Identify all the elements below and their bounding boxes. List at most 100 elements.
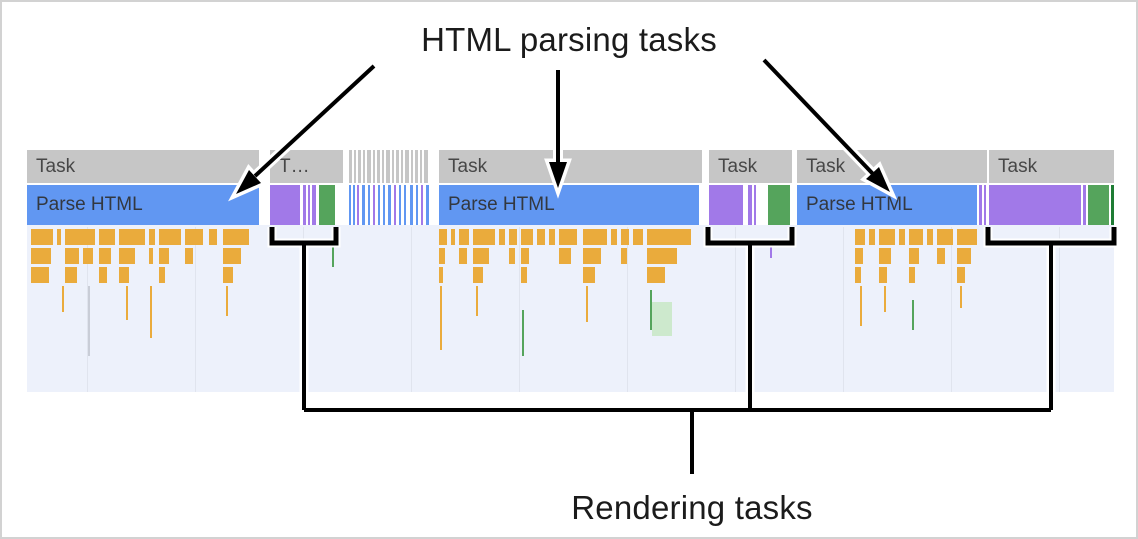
script-activity-bar[interactable] [149, 248, 153, 264]
task-sliver[interactable] [377, 150, 380, 183]
script-activity-bar[interactable] [559, 229, 577, 245]
task-sliver[interactable] [367, 150, 371, 183]
script-activity-bar[interactable] [439, 248, 445, 264]
script-activity-bar[interactable] [521, 229, 533, 245]
parse-html-block[interactable] [388, 185, 391, 225]
task-segment[interactable]: Task [27, 150, 259, 183]
script-activity-bar[interactable] [879, 248, 891, 264]
painting-task-block[interactable] [1088, 185, 1109, 225]
parse-html-block[interactable] [362, 185, 365, 225]
parse-html-block[interactable]: Parse HTML [797, 185, 977, 225]
rendering-task-block[interactable] [984, 185, 986, 225]
script-activity-bar[interactable] [611, 229, 617, 245]
script-activity-bar[interactable] [439, 267, 443, 283]
script-activity-bar[interactable] [451, 229, 455, 245]
task-sliver[interactable] [386, 150, 390, 183]
script-activity-bar[interactable] [439, 229, 447, 245]
parse-html-block[interactable] [378, 185, 380, 225]
script-activity-bar[interactable] [99, 229, 115, 245]
script-activity-bar[interactable] [957, 229, 977, 245]
script-activity-bar[interactable] [31, 267, 49, 283]
painting-task-block[interactable] [319, 185, 335, 225]
rendering-task-block[interactable] [979, 185, 982, 225]
script-activity-bar[interactable] [499, 229, 505, 245]
script-activity-bar[interactable] [583, 229, 607, 245]
task-sliver[interactable] [363, 150, 365, 183]
script-activity-bar[interactable] [509, 248, 515, 264]
script-activity-bar[interactable] [957, 267, 965, 283]
script-activity-bar[interactable] [621, 229, 629, 245]
task-segment[interactable]: Task [797, 150, 987, 183]
script-activity-bar[interactable] [223, 229, 249, 245]
parse-html-block[interactable] [426, 185, 429, 225]
parse-html-block[interactable] [404, 185, 406, 225]
parse-html-block[interactable]: Parse HTML [439, 185, 699, 225]
script-activity-bar[interactable] [647, 229, 691, 245]
rendering-task-block[interactable] [357, 185, 359, 225]
script-activity-bar[interactable] [633, 229, 643, 245]
script-activity-bar[interactable] [909, 229, 923, 245]
rendering-task-block[interactable] [312, 185, 316, 225]
rendering-task-block[interactable] [748, 185, 752, 225]
script-activity-bar[interactable] [65, 229, 95, 245]
rendering-task-block[interactable] [1083, 185, 1086, 225]
painting-task-block[interactable] [1111, 185, 1114, 225]
painting-task-block[interactable] [768, 185, 790, 225]
script-activity-bar[interactable] [855, 229, 865, 245]
rendering-task-block[interactable] [308, 185, 310, 225]
rendering-task-block[interactable] [989, 185, 1081, 225]
rendering-task-block[interactable] [754, 185, 756, 225]
script-activity-bar[interactable] [119, 229, 145, 245]
parse-html-block[interactable] [399, 185, 401, 225]
parse-html-block[interactable]: Parse HTML [27, 185, 259, 225]
script-activity-bar[interactable] [119, 267, 129, 283]
script-activity-bar[interactable] [647, 267, 665, 283]
rendering-task-block[interactable] [373, 185, 375, 225]
script-activity-bar[interactable] [559, 248, 571, 264]
script-activity-bar[interactable] [583, 267, 595, 283]
script-activity-bar[interactable] [65, 248, 79, 264]
script-activity-bar[interactable] [99, 248, 111, 264]
parse-html-block[interactable] [416, 185, 418, 225]
task-sliver[interactable] [401, 150, 403, 183]
script-activity-bar[interactable] [927, 229, 933, 245]
script-activity-bar[interactable] [31, 248, 51, 264]
task-sliver[interactable] [405, 150, 409, 183]
script-activity-bar[interactable] [185, 248, 193, 264]
script-activity-bar[interactable] [57, 229, 61, 245]
script-activity-bar[interactable] [83, 248, 93, 264]
rendering-task-block[interactable] [394, 185, 396, 225]
script-activity-bar[interactable] [855, 248, 863, 264]
script-activity-bar[interactable] [869, 229, 875, 245]
parse-html-block[interactable] [349, 185, 351, 225]
script-activity-bar[interactable] [159, 229, 181, 245]
script-activity-bar[interactable] [473, 267, 483, 283]
rendering-task-block[interactable] [421, 185, 423, 225]
script-activity-bar[interactable] [621, 248, 627, 264]
script-activity-bar[interactable] [647, 248, 677, 264]
task-sliver[interactable] [420, 150, 422, 183]
task-sliver[interactable] [396, 150, 399, 183]
task-sliver[interactable] [358, 150, 361, 183]
script-activity-bar[interactable] [473, 248, 489, 264]
script-activity-bar[interactable] [99, 267, 107, 283]
parse-html-block[interactable] [410, 185, 413, 225]
task-sliver[interactable] [373, 150, 375, 183]
script-activity-bar[interactable] [223, 248, 241, 264]
task-segment[interactable]: T… [270, 150, 343, 183]
script-activity-bar[interactable] [937, 229, 953, 245]
script-activity-bar[interactable] [223, 267, 233, 283]
script-activity-bar[interactable] [879, 229, 895, 245]
script-activity-bar[interactable] [879, 267, 887, 283]
script-activity-bar[interactable] [159, 267, 165, 283]
task-sliver[interactable] [415, 150, 418, 183]
script-activity-bar[interactable] [549, 229, 555, 245]
parse-html-block[interactable] [353, 185, 355, 225]
task-sliver[interactable] [424, 150, 428, 183]
task-sliver[interactable] [349, 150, 352, 183]
script-activity-bar[interactable] [899, 229, 905, 245]
task-sliver[interactable] [392, 150, 394, 183]
script-activity-bar[interactable] [31, 229, 53, 245]
script-activity-bar[interactable] [537, 229, 545, 245]
script-activity-bar[interactable] [149, 229, 155, 245]
